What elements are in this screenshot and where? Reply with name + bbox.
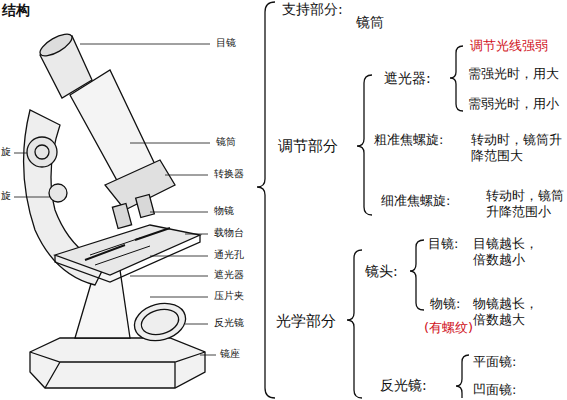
category-item: 镜筒 — [356, 14, 384, 32]
part-name: 平面镜: — [473, 354, 516, 370]
usage-note: 需弱光时，用小 — [468, 96, 559, 112]
part-name: 凹面镜: — [473, 382, 516, 398]
part-label: 物镜 — [214, 205, 234, 218]
usage-note: 需强光时，用大 — [468, 66, 559, 82]
part-name: 粗准焦螺旋: — [374, 132, 443, 148]
category-label: 调节部分 — [278, 137, 338, 156]
part-label: 载物台 — [214, 227, 244, 240]
note: (有螺纹) — [424, 320, 473, 336]
function-note: 转动时，镜筒升降范围大 — [471, 132, 565, 165]
part-name: 反光镜: — [380, 377, 427, 395]
part-label: 旋 — [1, 146, 11, 159]
function-note: 转动时，镜筒升降范围小 — [486, 188, 566, 221]
part-label: 目镜 — [216, 37, 236, 50]
part-label: 遮光器 — [214, 269, 244, 282]
title: 结构 — [2, 2, 30, 20]
part-name: 目镜: — [428, 236, 458, 252]
part-label: 镜筒 — [216, 136, 236, 149]
part-label: 转换器 — [214, 168, 244, 181]
part-label: 旋 — [1, 190, 11, 203]
function-note: 物镜越长，倍数越大 — [473, 296, 541, 329]
category-label: 支持部分: — [282, 1, 343, 19]
function-note: 目镜越长，倍数越小 — [473, 236, 541, 269]
category-label: 光学部分 — [276, 312, 336, 331]
part-name: 细准焦螺旋: — [381, 193, 450, 209]
part-label: 通光孔 — [214, 249, 244, 262]
part-label: 反光镜 — [214, 317, 244, 330]
part-label: 镜座 — [220, 348, 240, 361]
part-name: 遮光器: — [384, 70, 431, 88]
function-note: 调节光线强弱 — [470, 38, 548, 54]
part-name: 镜头: — [365, 263, 398, 281]
part-name: 物镜: — [430, 296, 460, 312]
part-label: 压片夹 — [214, 290, 244, 303]
